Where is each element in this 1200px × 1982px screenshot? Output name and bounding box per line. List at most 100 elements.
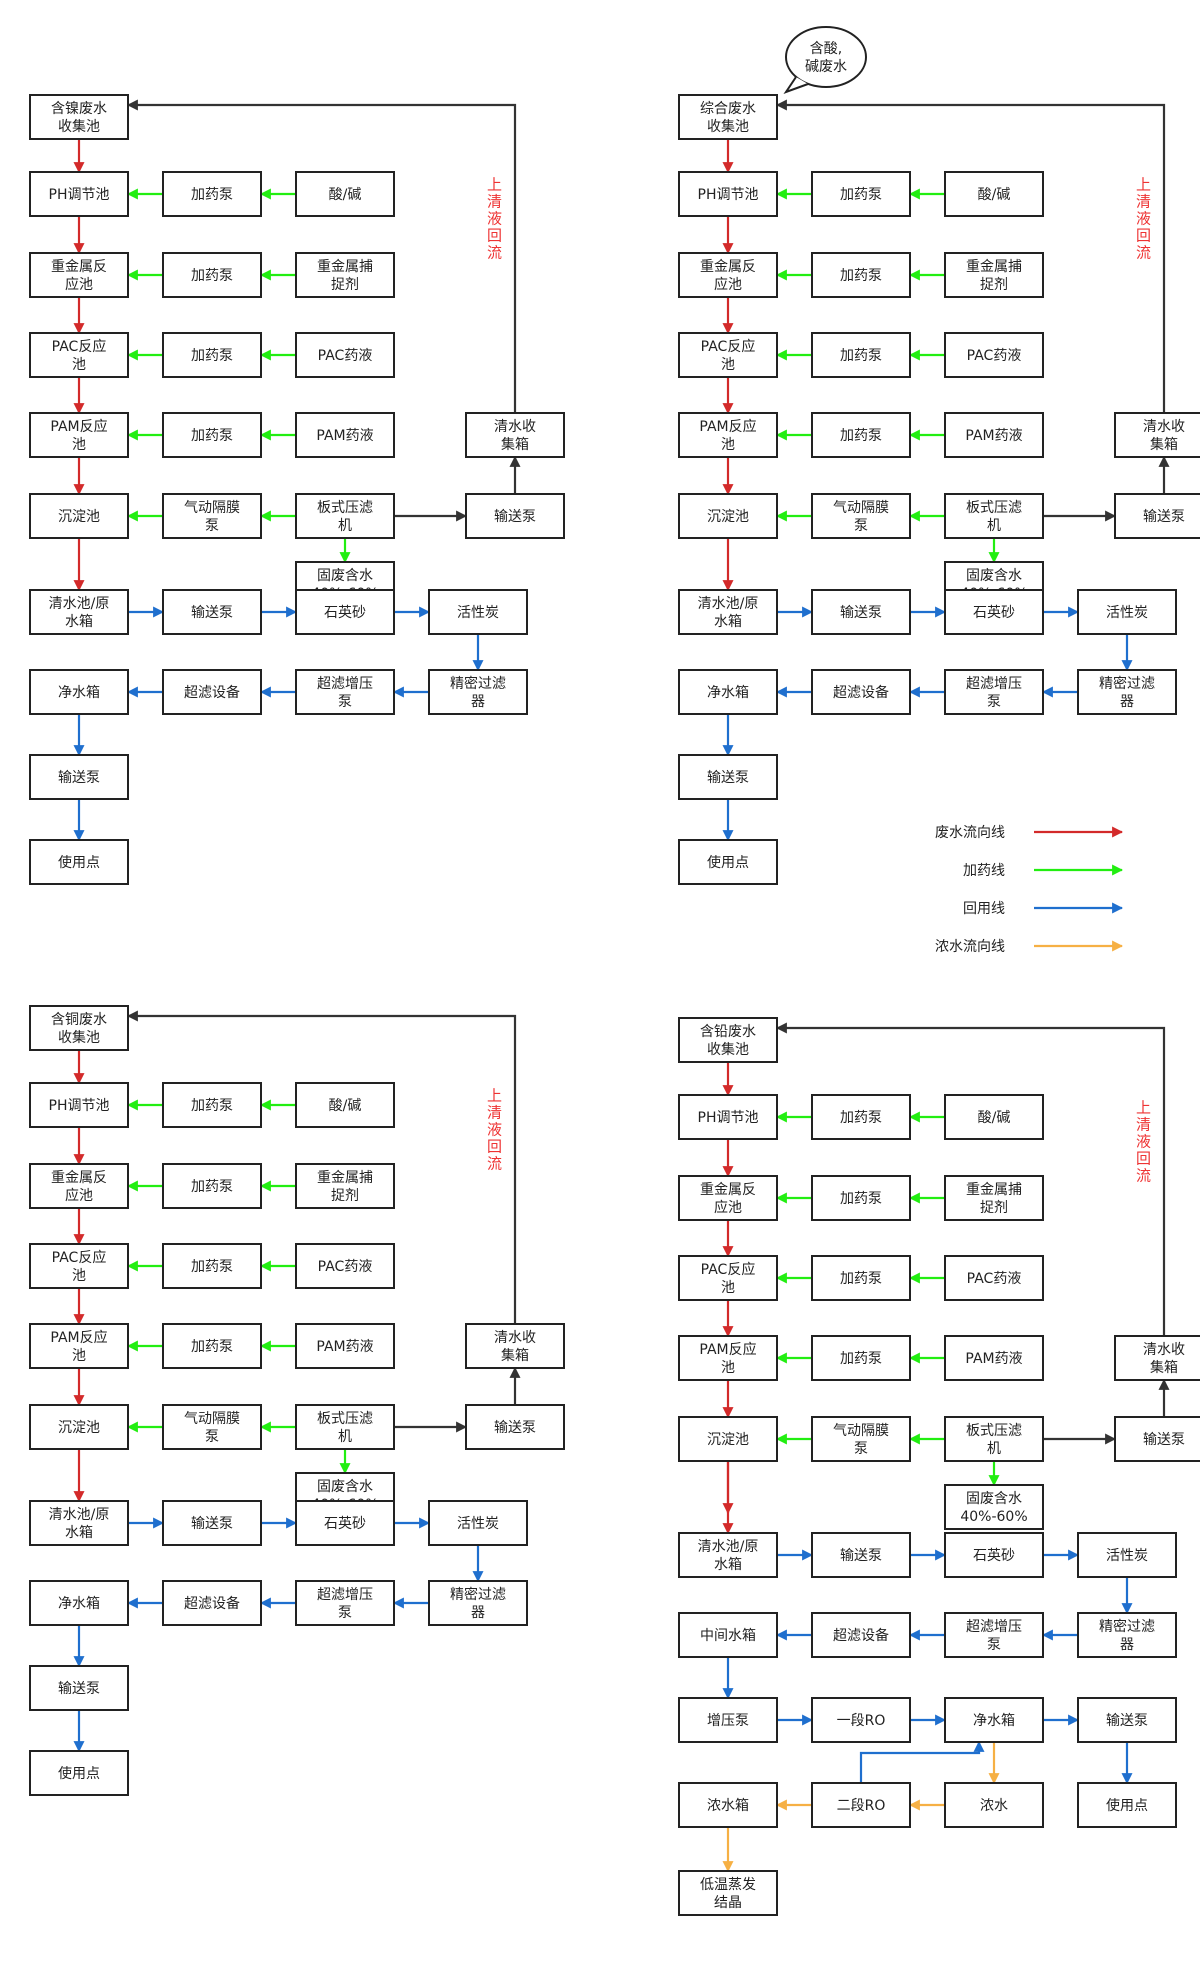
diagram-2-sedimentation-tank-label: 沉淀池: [58, 1420, 100, 1436]
diagram-2-final-transfer-pump-label: 输送泵: [58, 1681, 100, 1697]
diagram-1-solid-waste-label: 固废含水: [966, 568, 1022, 584]
diagram-1-use-point-label: 使用点: [707, 854, 749, 871]
diagram-2-filter-press-label: 机: [338, 1429, 352, 1445]
diagram-1-dosing-pump: 加药泵: [811, 412, 911, 458]
diagram-0-recirc-transfer-pump: 输送泵: [465, 493, 565, 539]
diagram-0-ph-tank: PH调节池: [29, 171, 129, 217]
diagram-2-pam-tank-label: PAM反应: [50, 1329, 107, 1346]
diagram-3-dosing-pump-label: 加药泵: [840, 1271, 882, 1287]
diagram-3-uf-device-label: 超滤设备: [833, 1627, 889, 1644]
diagram-2-dosing-pump: 加药泵: [162, 1163, 262, 1209]
diagram-3-pam-liquid-label: PAM药液: [965, 1351, 1022, 1367]
diagram-3-activated-carbon-label: 活性炭: [1106, 1548, 1148, 1564]
diagram-3-clear-water-box-label: 集箱: [1150, 1359, 1178, 1376]
diagram-3-solid-waste-label: 40%-60%: [960, 1509, 1027, 1525]
diagram-2-pac-tank-label: 池: [72, 1268, 86, 1284]
diagram-3-booster-pump-label: 增压泵: [707, 1713, 749, 1729]
diagram-3-pam-tank-label: 池: [721, 1360, 735, 1376]
diagram-0-activated-carbon: 活性炭: [428, 589, 528, 635]
diagram-1-transfer-pump: 输送泵: [811, 589, 911, 635]
diagram-2-recirc-return-line: [126, 1010, 517, 1324]
diagram-1-diaphragm-pump-label: 气动隔膜: [833, 500, 889, 516]
diagram-1-recirc-transfer-pump: 输送泵: [1114, 493, 1200, 539]
diagram-0-recirc-transfer-pump-label: 输送泵: [494, 509, 536, 525]
diagram-2-ph-tank: PH调节池: [29, 1082, 129, 1128]
diagram-2-dosing-pump-label: 加药泵: [191, 1098, 233, 1114]
diagram-3-dosing-pump: 加药泵: [811, 1175, 911, 1221]
diagram-1-recirc-label-text: 上清液回流: [1134, 177, 1152, 262]
diagram-0-clear-pool-label: 清水池/原: [49, 596, 110, 612]
diagram-0-acid-base-label: 酸/碱: [329, 187, 362, 203]
diagram-0-dosing-pump-label: 加药泵: [191, 428, 233, 444]
diagram-2-quartz-sand-label: 石英砂: [324, 1515, 366, 1532]
diagram-0-uf-booster-pump-label: 超滤增压: [317, 676, 373, 692]
diagram-0-diaphragm-pump-label: 气动隔膜: [184, 500, 240, 516]
diagram-0-final-transfer-pump: 输送泵: [29, 754, 129, 800]
diagram-0-clear-water-box-label: 清水收: [494, 419, 536, 435]
diagram-0-pure-water-box: 净水箱: [29, 669, 129, 715]
diagram-0-pac-tank-label: 池: [72, 357, 86, 373]
diagram-0-heavy-metal-agent-label: 捉剂: [331, 277, 359, 293]
diagram-1-speech-bubble: 含酸,碱废水: [783, 26, 867, 94]
diagram-0-dosing-pump-label: 加药泵: [191, 187, 233, 203]
diagram-3-diaphragm-pump-label: 气动隔膜: [833, 1423, 889, 1439]
diagram-3-recirc-return-line: [775, 1022, 1166, 1336]
diagram-2-solid-waste-label: 固废含水: [317, 1479, 373, 1495]
diagram-1-pam-liquid: PAM药液: [944, 412, 1044, 458]
diagram-2-recirc-transfer-pump: 输送泵: [465, 1404, 565, 1450]
diagram-3-dosing-pump: 加药泵: [811, 1255, 911, 1301]
diagram-2-pac-tank-label: PAC反应: [52, 1249, 107, 1266]
diagram-3-dosing-pump-label: 加药泵: [840, 1191, 882, 1207]
diagram-0-solid-waste-label: 固废含水: [317, 568, 373, 584]
diagram-0-transfer-pump: 输送泵: [162, 589, 262, 635]
diagram-1-use-point: 使用点: [678, 839, 778, 885]
diagram-0-dosing-pump-label: 加药泵: [191, 268, 233, 284]
diagram-3-pam-tank-label: PAM反应: [699, 1341, 756, 1358]
diagram-2-acid-base-label: 酸/碱: [329, 1098, 362, 1114]
diagram-1-activated-carbon-label: 活性炭: [1106, 605, 1148, 621]
diagram-0-pac-liquid-label: PAC药液: [318, 348, 373, 364]
diagram-1-heavy-metal-tank-label: 重金属反: [700, 259, 756, 275]
diagram-1-filter-press-label: 板式压滤: [966, 500, 1022, 516]
diagram-1-dosing-pump: 加药泵: [811, 171, 911, 217]
diagram-0-pac-tank-label: PAC反应: [52, 338, 107, 355]
diagram-3-recirc-label-text: 上清液回流: [1134, 1100, 1152, 1185]
diagram-2-recirc-label: 上清液回流: [485, 1088, 503, 1173]
diagram-3-concentrate-box: 浓水箱: [678, 1782, 778, 1828]
diagram-3-acid-base: 酸/碱: [944, 1094, 1044, 1140]
diagram-3-heavy-metal-agent-label: 捉剂: [980, 1200, 1008, 1216]
diagram-2-heavy-metal-tank-label: 重金属反: [51, 1170, 107, 1186]
diagram-1-uf-booster-pump-label: 泵: [987, 694, 1001, 710]
diagram-0-final-transfer-pump-label: 输送泵: [58, 770, 100, 786]
diagram-0-use-point: 使用点: [29, 839, 129, 885]
diagram-3-heavy-metal-agent-label: 重金属捕: [966, 1182, 1022, 1198]
diagram-3-pac-liquid-label: PAC药液: [967, 1271, 1022, 1287]
diagram-0-diaphragm-pump-label: 泵: [205, 518, 219, 534]
diagram-0-precision-filter-label: 器: [471, 694, 485, 710]
diagram-2-dosing-pump-label: 加药泵: [191, 1339, 233, 1355]
legend-label: 回用线: [963, 901, 1005, 917]
diagram-1-dosing-pump: 加药泵: [811, 332, 911, 378]
process-boxes: 含镍废水收集池PH调节池重金属反应池PAC反应池PAM反应池沉淀池加药泵酸/碱加…: [29, 26, 1200, 1916]
diagram-2-heavy-metal-agent-label: 重金属捕: [317, 1170, 373, 1186]
diagram-3-recirc-transfer-pump: 输送泵: [1114, 1416, 1200, 1462]
diagram-2-diaphragm-pump-label: 泵: [205, 1429, 219, 1445]
diagram-2-clear-water-box-label: 集箱: [501, 1347, 529, 1364]
diagram-1-acid-base-label: 酸/碱: [978, 187, 1011, 203]
diagram-3-uf-booster-pump-label: 泵: [987, 1637, 1001, 1653]
diagram-1-activated-carbon: 活性炭: [1077, 589, 1177, 635]
diagram-3-filter-press-label: 机: [987, 1441, 1001, 1457]
